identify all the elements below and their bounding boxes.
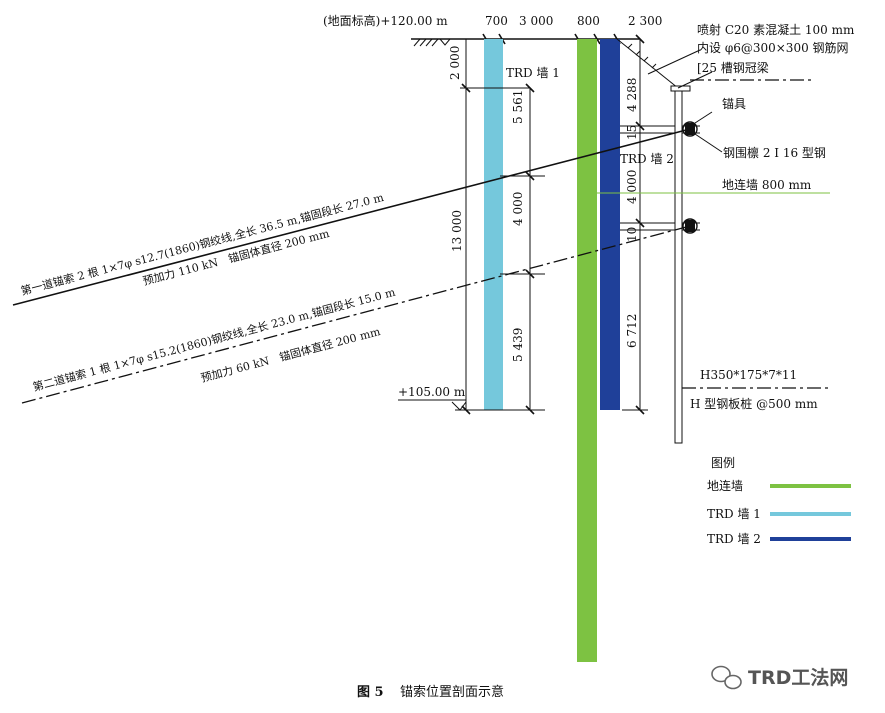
legend-swatch-trd2 xyxy=(770,537,851,541)
dim-right-15: 15 xyxy=(625,125,639,140)
h-pile-label-2: H 型钢板桩 @500 mm xyxy=(690,396,818,411)
legend-swatch-diaphragm xyxy=(770,484,851,488)
dim-left-13000: 13 000 xyxy=(450,210,464,252)
anchor-head-2 xyxy=(682,218,698,234)
anchorage-label: 锚具 xyxy=(722,96,746,111)
dim-right-10: 10 xyxy=(625,227,639,242)
h-pile-label-1: H350*175*7*11 xyxy=(700,368,797,382)
ground-hatch xyxy=(413,38,451,47)
waler-label: 钢围檩 2 I 16 型钢 xyxy=(723,145,826,160)
caption-number: 图 5 xyxy=(357,685,384,700)
legend-swatch-trd1 xyxy=(770,512,851,516)
shotcrete-label-2: 内设 φ6@300×300 钢筋网 xyxy=(697,40,849,55)
anchorage-leader xyxy=(694,111,713,124)
dim-left-5439: 5 439 xyxy=(511,328,525,362)
slope-hatch xyxy=(627,43,657,69)
trd-wall-2-label: TRD 墙 2 xyxy=(620,152,674,166)
bottom-elevation-marker xyxy=(451,401,467,411)
crown-beam-label: [25 槽钢冠梁 xyxy=(697,60,769,75)
dim-right-4288: 4 288 xyxy=(625,78,639,112)
dim-top-800: 800 xyxy=(577,14,600,28)
legend-label-trd1: TRD 墙 1 xyxy=(707,507,761,521)
dim-top-3000: 3 000 xyxy=(519,14,553,28)
legend-label-diaphragm: 地连墙 xyxy=(707,478,743,493)
diaphragm-wall xyxy=(577,39,597,662)
legend: 图例 地连墙 TRD 墙 1 TRD 墙 2 xyxy=(707,456,851,546)
diaphragm-wall-label: 地连墙 800 mm xyxy=(722,177,812,192)
shotcrete-leader xyxy=(647,49,701,75)
dim-top-700: 700 xyxy=(485,14,508,28)
h-steel-pile xyxy=(674,87,683,444)
anchor-1-line xyxy=(12,128,691,306)
trd-wall-1-label: TRD 墙 1 xyxy=(506,66,560,80)
trd-wall-2 xyxy=(600,39,620,410)
dim-right-6712: 6 712 xyxy=(625,314,639,348)
dim-left-5561: 5 561 xyxy=(511,90,525,124)
dim-top-2300: 2 300 xyxy=(628,14,662,28)
ground-elevation: (地面标高)+120.00 m xyxy=(323,13,448,28)
bottom-elevation: +105.00 m xyxy=(398,385,466,399)
legend-title: 图例 xyxy=(711,456,735,470)
waler-leader xyxy=(694,133,723,153)
dim-left-4000: 4 000 xyxy=(511,192,525,226)
legend-label-trd2: TRD 墙 2 xyxy=(707,532,761,546)
anchor-2-line xyxy=(21,225,691,404)
anchor-1-label-a: 第一道锚索 2 根 1×7φ s12.7(1860)钢绞线,全长 36.5 m,… xyxy=(19,190,385,298)
slope-line xyxy=(616,38,679,89)
wechat-icon xyxy=(711,665,742,690)
dim-left-2000: 2 000 xyxy=(448,46,462,80)
crown-beam xyxy=(670,85,691,92)
shotcrete-label-1: 喷射 C20 素混凝土 100 mm xyxy=(697,22,855,37)
caption-text: 锚索位置剖面示意 xyxy=(400,684,504,700)
dim-right-4000: 4 000 xyxy=(625,170,639,204)
trd-wall-1 xyxy=(484,39,503,410)
watermark-text: TRD工法网 xyxy=(748,666,848,689)
